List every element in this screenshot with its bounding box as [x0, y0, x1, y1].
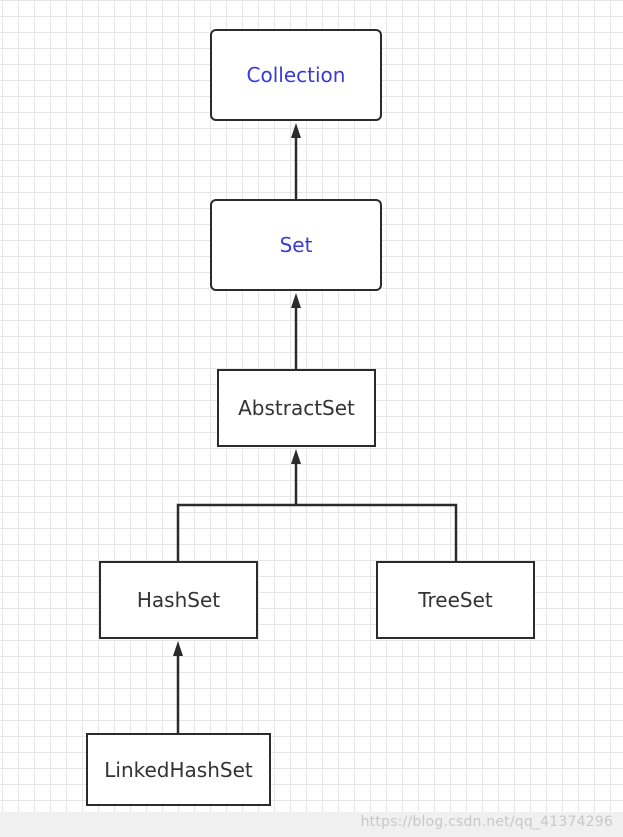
edge-abstractset-to-set [291, 293, 301, 369]
edge-hashset-treeset-to-abstractset [176, 449, 458, 561]
arrowhead-icon [291, 449, 301, 464]
node-label: HashSet [136, 588, 221, 612]
node-collection[interactable]: Collection [210, 29, 382, 121]
node-hash-set[interactable]: HashSet [99, 561, 258, 639]
node-abstract-set[interactable]: AbstractSet [217, 369, 376, 447]
connectors [173, 123, 458, 733]
watermark: https://blog.csdn.net/qq_41374296 [360, 814, 613, 830]
arrowhead-icon [291, 293, 301, 308]
node-label: Collection [246, 63, 346, 87]
node-linked-hash-set[interactable]: LinkedHashSet [86, 733, 271, 806]
node-set[interactable]: Set [210, 199, 382, 291]
footer-bar [0, 812, 623, 837]
arrowhead-icon [291, 123, 301, 138]
edge-linkedhashset-to-hashset [173, 641, 183, 733]
edge-set-to-collection [291, 123, 301, 199]
arrowhead-icon [173, 641, 183, 656]
node-label: LinkedHashSet [104, 757, 253, 782]
node-label: Set [279, 233, 313, 257]
node-tree-set[interactable]: TreeSet [376, 561, 535, 639]
node-label: AbstractSet [238, 396, 355, 420]
node-label: TreeSet [418, 588, 493, 612]
